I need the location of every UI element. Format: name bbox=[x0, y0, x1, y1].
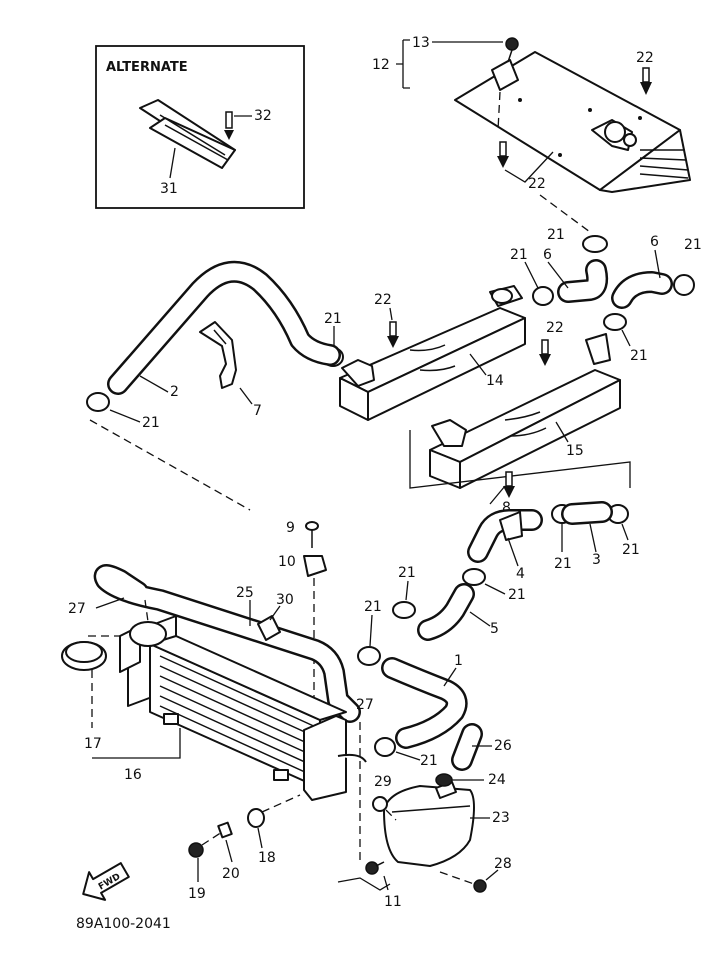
alternate-inset: ALTERNATE 32 31 bbox=[95, 45, 305, 209]
callout-25: 25 bbox=[236, 585, 254, 601]
radiator-assembly-16 bbox=[119, 615, 367, 801]
callout-22-c: 22 bbox=[374, 292, 392, 308]
callout-1: 1 bbox=[454, 653, 463, 669]
clamps-21 bbox=[86, 235, 695, 757]
bolt-8 bbox=[503, 471, 515, 498]
callout-27-b: 27 bbox=[356, 697, 374, 713]
radiator-core-14 bbox=[339, 285, 526, 421]
callout-21-l: 21 bbox=[420, 753, 438, 769]
hose-6-left bbox=[557, 259, 609, 303]
callout-21-k: 21 bbox=[364, 599, 382, 615]
callout-21-a: 21 bbox=[547, 227, 565, 243]
air-vent-fitting-12 bbox=[491, 37, 519, 91]
callout-20: 20 bbox=[222, 866, 240, 882]
callout-18: 18 bbox=[258, 850, 276, 866]
bolt-28 bbox=[473, 879, 487, 893]
bolt-22-core-14 bbox=[387, 321, 399, 348]
callout-14: 14 bbox=[486, 373, 504, 389]
hose-1 bbox=[381, 657, 468, 749]
callout-11: 11 bbox=[384, 894, 402, 910]
bolt-22-core-15 bbox=[539, 339, 551, 366]
plate-10 bbox=[303, 555, 327, 577]
callout-24: 24 bbox=[488, 772, 506, 788]
cap-24 bbox=[435, 773, 453, 787]
callout-21-j: 21 bbox=[398, 565, 416, 581]
alternate-title: ALTERNATE bbox=[106, 60, 188, 75]
hose-2 bbox=[107, 260, 341, 395]
callout-16: 16 bbox=[124, 767, 142, 783]
radiator-core-15 bbox=[429, 333, 621, 489]
callout-21-f: 21 bbox=[142, 415, 160, 431]
bracket-7 bbox=[199, 321, 237, 389]
callout-29: 29 bbox=[374, 774, 392, 790]
overflow-pipe-25 bbox=[93, 564, 361, 723]
callout-22-cover: 22 bbox=[528, 176, 546, 192]
callout-22-top: 22 bbox=[636, 50, 654, 66]
callout-21-i: 21 bbox=[508, 587, 526, 603]
alternate-bolt bbox=[224, 111, 234, 140]
callout-22-d: 22 bbox=[546, 320, 564, 336]
callout-30: 30 bbox=[276, 592, 294, 608]
callout-4: 4 bbox=[516, 566, 525, 582]
bolt-11 bbox=[365, 861, 385, 875]
callout-13: 13 bbox=[412, 35, 430, 51]
callout-28: 28 bbox=[494, 856, 512, 872]
hose-5 bbox=[417, 583, 475, 641]
callout-21-g: 21 bbox=[554, 556, 572, 572]
collar-20 bbox=[217, 821, 233, 839]
callout-12: 12 bbox=[372, 57, 390, 73]
reservoir-tank-23 bbox=[383, 781, 475, 867]
callout-21-h: 21 bbox=[622, 542, 640, 558]
callout-8: 8 bbox=[502, 500, 511, 516]
callout-2: 2 bbox=[170, 384, 179, 400]
alternate-bracket bbox=[139, 99, 236, 169]
fwd-arrow-icon: FWD bbox=[82, 862, 130, 901]
callout-19: 19 bbox=[188, 886, 206, 902]
grommet-18 bbox=[247, 808, 265, 828]
callout-7: 7 bbox=[253, 403, 262, 419]
radiator-cover bbox=[454, 51, 691, 193]
bolt-22-top-right bbox=[640, 67, 652, 95]
callout-15: 15 bbox=[566, 443, 584, 459]
radiator-cap-17 bbox=[61, 641, 107, 671]
callout-10: 10 bbox=[278, 554, 296, 570]
callout-27-a: 27 bbox=[68, 601, 86, 617]
callout-32: 32 bbox=[254, 108, 272, 124]
callout-21-e: 21 bbox=[324, 311, 342, 327]
bolt-19 bbox=[188, 829, 226, 858]
callout-26: 26 bbox=[494, 738, 512, 754]
callout-6-a: 6 bbox=[650, 234, 659, 250]
callout-5: 5 bbox=[490, 621, 499, 637]
callout-21-b: 21 bbox=[684, 237, 702, 253]
damper-29 bbox=[372, 796, 388, 812]
bolt-22-cover bbox=[497, 141, 509, 168]
callout-21-c: 21 bbox=[510, 247, 528, 263]
hose-3 bbox=[561, 501, 613, 525]
elbow-pipe-4 bbox=[467, 509, 543, 563]
callout-31: 31 bbox=[160, 181, 178, 197]
callout-3: 3 bbox=[592, 552, 601, 568]
hose-6-right bbox=[611, 271, 673, 309]
hose-26 bbox=[451, 723, 483, 771]
clip-30 bbox=[257, 615, 281, 641]
callout-9: 9 bbox=[286, 520, 295, 536]
callout-21-d: 21 bbox=[630, 348, 648, 364]
diagram-code: 89A100-2041 bbox=[76, 916, 171, 932]
callout-6-b: 6 bbox=[543, 247, 552, 263]
screw-9 bbox=[305, 521, 319, 548]
callout-23: 23 bbox=[492, 810, 510, 826]
callout-17: 17 bbox=[84, 736, 102, 752]
